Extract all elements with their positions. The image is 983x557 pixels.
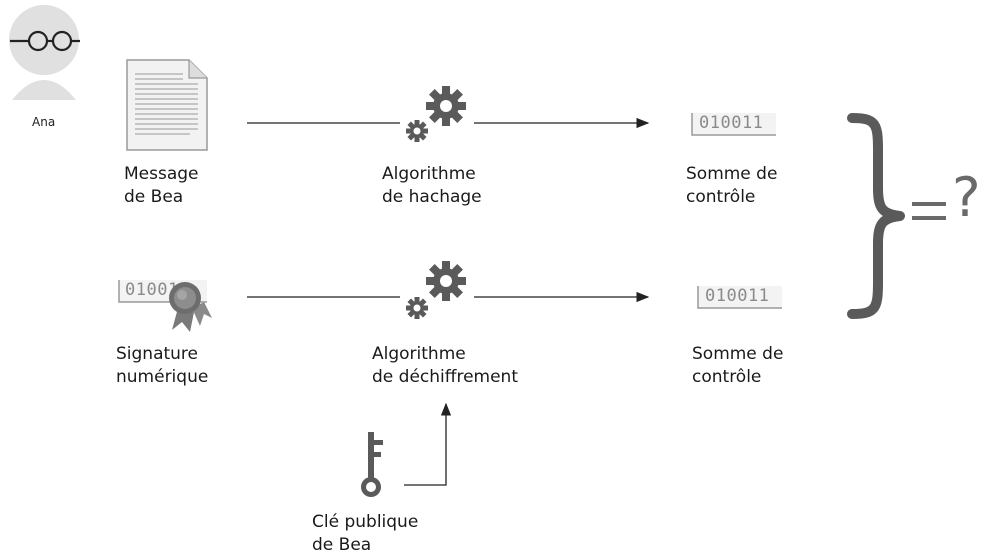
hash-algorithm-label: Algorithme de hachage [382,163,482,209]
signature-label: Signature numérique [116,343,208,389]
public-key-label: Clé publique de Bea [312,511,418,557]
gears-icon-decrypt [400,258,474,326]
glasses-icon [10,30,80,52]
signature-label-line1: Signature [116,344,199,364]
person-avatar [9,5,79,100]
document-icon [126,59,208,151]
hash-label-line2: de hachage [382,187,482,207]
checksum2-line1: Somme de [692,344,784,364]
key-arrow [404,402,452,486]
message-label: Message de Bea [124,163,199,209]
signature-code: 010011 [125,280,190,300]
checksum-code-row1: 010011 [699,113,764,133]
public-key-line2: de Bea [312,535,372,555]
message-label-line1: Message [124,164,199,184]
checksum1-line2: contrôle [686,187,756,207]
decrypt-algorithm-label: Algorithme de déchiffrement [372,343,518,389]
signature-label-line2: numérique [116,367,209,387]
hash-label-line1: Algorithme [382,164,476,184]
checksum-label-row1: Somme de contrôle [686,163,777,209]
decrypt-label-line2: de déchiffrement [372,367,518,387]
checksum-box-row1 [691,113,776,136]
checksum-box-row2 [697,286,782,309]
key-icon [361,432,383,497]
checksum1-line1: Somme de [686,164,778,184]
equals-icon [912,202,946,220]
checksum-code-row2: 010011 [705,286,770,306]
message-label-line2: de Bea [124,187,184,207]
public-key-line1: Clé publique [312,512,419,532]
comparison-question: ? [952,166,981,229]
comparison-brace [847,113,905,319]
decrypt-label-line1: Algorithme [372,344,466,364]
gears-icon-hash [400,85,474,151]
person-name: Ana [32,115,56,129]
checksum-label-row2: Somme de contrôle [692,343,783,389]
checksum2-line2: contrôle [692,367,762,387]
